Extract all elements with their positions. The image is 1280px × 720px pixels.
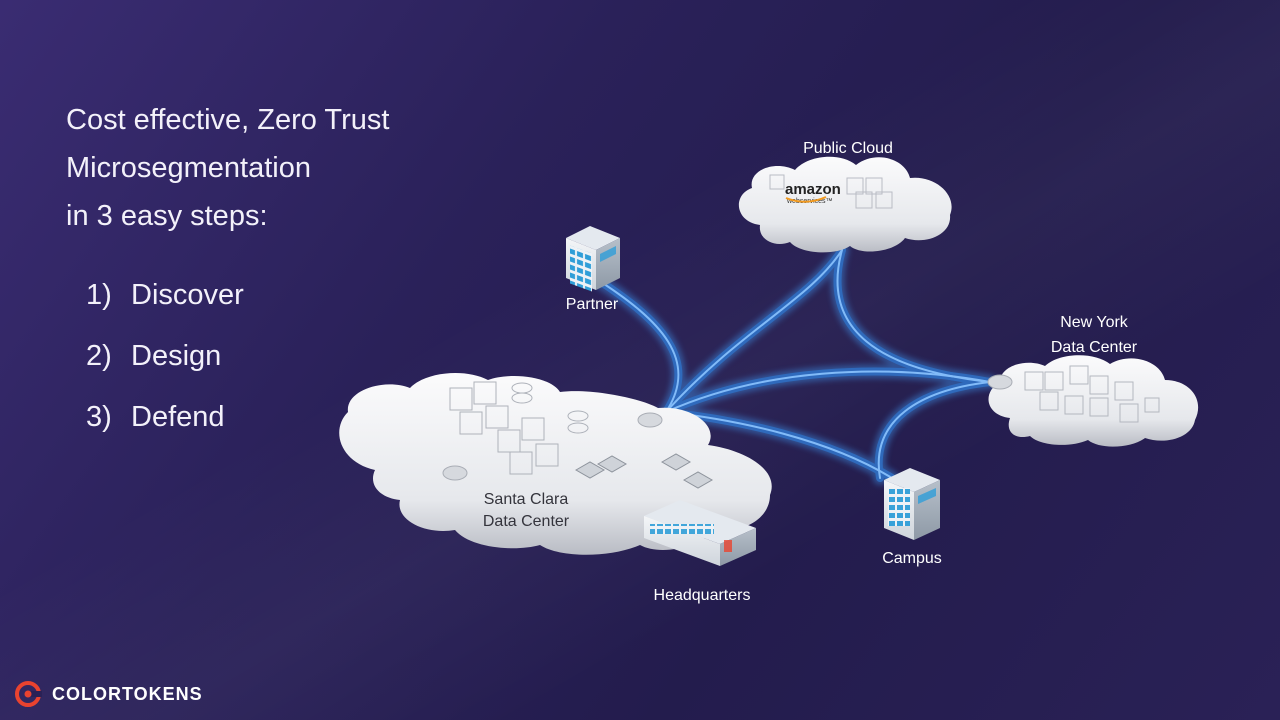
new-york-router-icon <box>987 374 1013 390</box>
headline-line-3: in 3 easy steps: <box>66 200 268 232</box>
santa-clara-router-icon-1 <box>637 412 663 428</box>
step-item: 1) Discover <box>86 274 244 335</box>
headquarters-label: Headquarters <box>654 587 751 604</box>
santa-clara-label-line2: Data Center <box>483 513 570 530</box>
new-york-label-line1: New York <box>1060 314 1129 331</box>
aws-cubes-icon <box>769 174 893 209</box>
new-york-node[interactable]: New York Data Center <box>987 314 1199 447</box>
colortokens-logo-icon <box>15 681 42 707</box>
santa-clara-label-line1: Santa Clara <box>484 491 569 508</box>
step-number: 2) <box>86 340 112 372</box>
headquarters-building-icon <box>644 500 756 566</box>
campus-building-icon <box>884 468 940 540</box>
aws-smile-icon <box>785 196 827 203</box>
step-label: Design <box>131 340 222 372</box>
steps-list: 1) Discover 2) Design 3) Defend <box>86 274 244 457</box>
campus-label: Campus <box>882 550 942 567</box>
public-cloud-label: Public Cloud <box>803 140 893 157</box>
partner-label: Partner <box>566 296 619 313</box>
colortokens-logo: COLORTOKENS <box>14 680 203 708</box>
aws-logo-text: amazon <box>785 181 841 198</box>
step-item: 3) Defend <box>86 396 244 457</box>
santa-clara-router-icon-2 <box>442 465 468 481</box>
step-number: 1) <box>86 279 112 311</box>
new-york-label-line2: Data Center <box>1051 339 1138 356</box>
new-york-cloud-shape <box>988 355 1199 447</box>
campus-node[interactable]: Campus <box>882 468 942 567</box>
colortokens-logo-text: COLORTOKENS <box>52 683 203 704</box>
public-cloud-shape <box>738 156 952 253</box>
headquarters-node[interactable]: Headquarters <box>644 500 756 604</box>
link-cloud-ny <box>833 246 994 386</box>
partner-building-icon <box>566 226 620 292</box>
network-links <box>591 243 997 485</box>
headline: Cost effective, Zero Trust Microsegmenta… <box>66 96 389 240</box>
new-york-servers-icon <box>1024 365 1160 423</box>
step-label: Discover <box>131 279 244 311</box>
headline-line-2: Microsegmentation <box>66 152 311 184</box>
headline-line-1: Cost effective, Zero Trust <box>66 104 390 136</box>
step-number: 3) <box>86 401 112 433</box>
step-item: 2) Design <box>86 335 244 396</box>
partner-node[interactable]: Partner <box>566 226 620 313</box>
step-label: Defend <box>131 401 225 433</box>
santa-clara-laptops-icon <box>574 453 714 489</box>
public-cloud-node[interactable]: amazon webservices™ Public Cloud <box>738 140 952 253</box>
santa-clara-servers-icon <box>449 381 589 475</box>
